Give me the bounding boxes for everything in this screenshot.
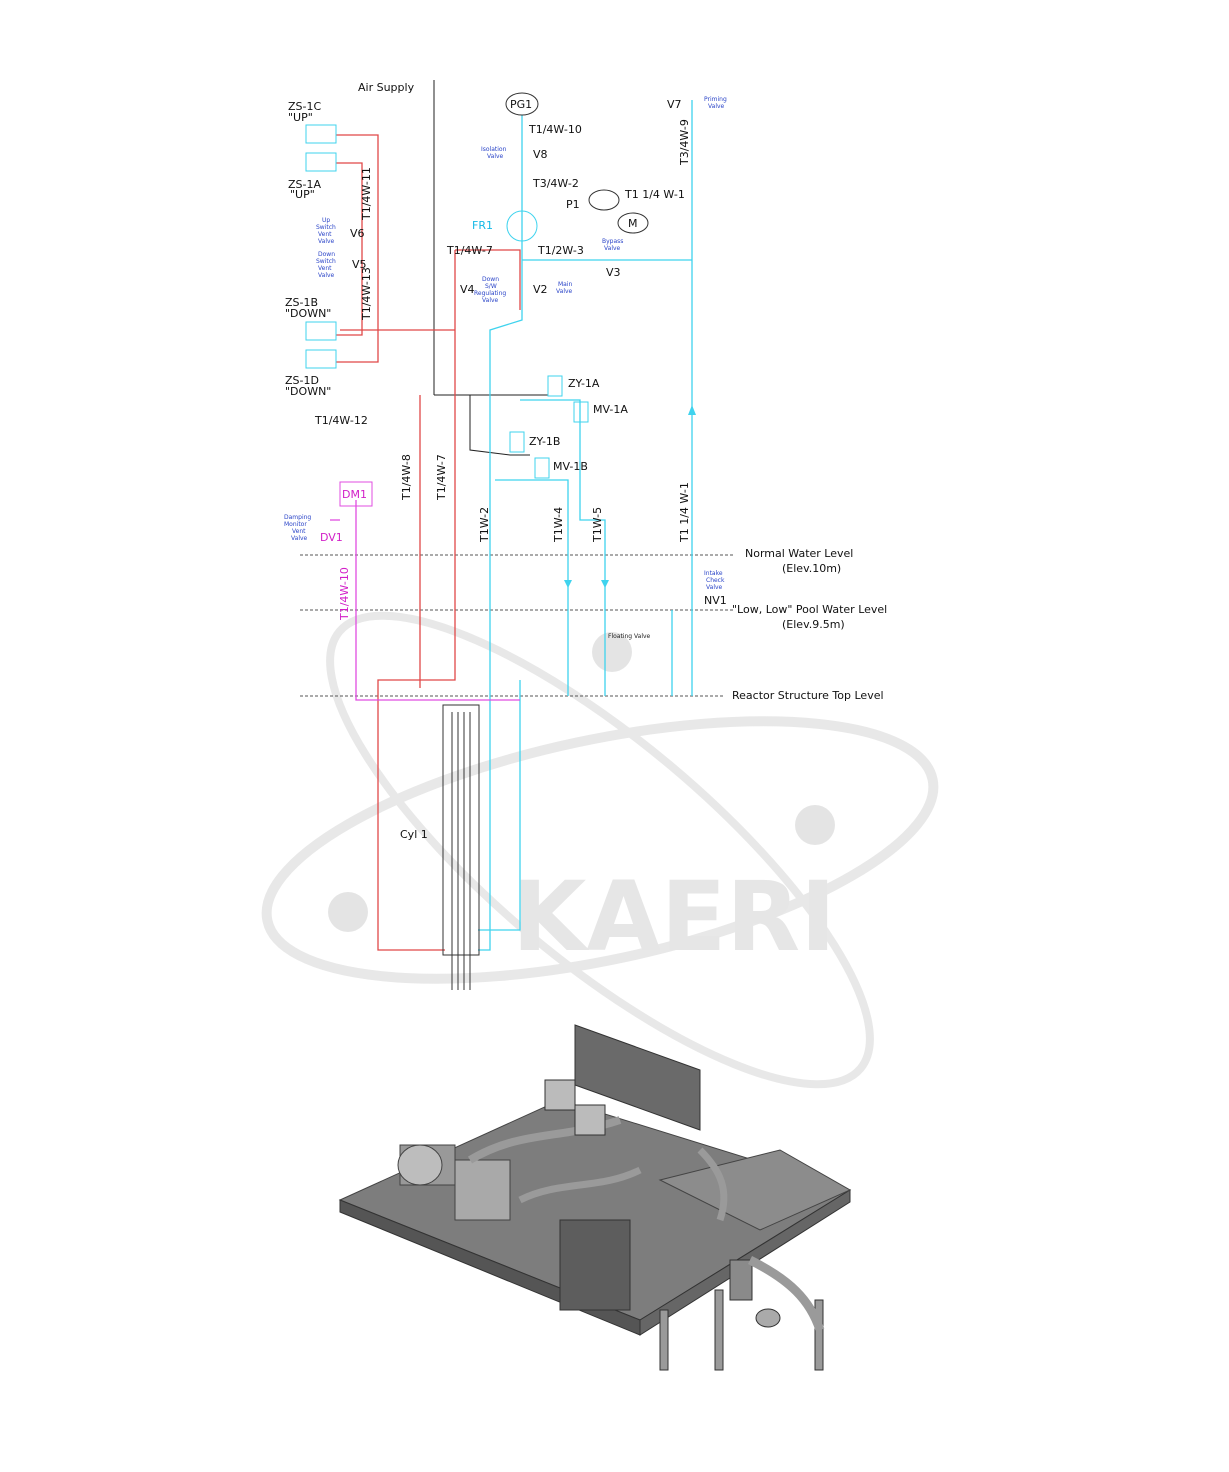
pg1-label: PG1 — [510, 98, 532, 111]
svg-text:Damping: Damping — [284, 514, 311, 521]
svg-text:Up: Up — [322, 217, 330, 224]
cyl1-label: Cyl 1 — [400, 828, 428, 841]
mv1b-label: MV-1B — [553, 460, 588, 473]
svg-text:Valve: Valve — [482, 297, 499, 304]
fr1-label: FR1 — [472, 219, 493, 232]
air-supply-label: Air Supply — [358, 81, 415, 94]
valve-v3: V3 — [606, 266, 621, 279]
zs1b-state: "DOWN" — [285, 307, 331, 320]
kaeri-watermark: KAERI — [261, 611, 939, 1089]
line-t114w1: T1 1/4 W-1 — [624, 188, 685, 201]
svg-text:Vent: Vent — [318, 265, 332, 272]
watermark-text: KAERI — [512, 861, 836, 973]
svg-text:S/W: S/W — [485, 283, 497, 290]
valve-v8: V8 — [533, 148, 548, 161]
intake-check-valve-note: Intake Check Valve — [704, 570, 725, 591]
line-t14w8: T1/4W-8 — [400, 454, 413, 501]
line-t1w4: T1W-4 — [552, 507, 565, 543]
svg-text:Valve: Valve — [708, 103, 725, 110]
zy1a-label: ZY-1A — [568, 377, 600, 390]
normal-water-elev: (Elev.10m) — [782, 562, 841, 575]
valve-v4: V4 — [460, 283, 475, 296]
damping-monitor-valve-note: Damping Monitor Vent Valve — [284, 514, 311, 542]
svg-text:Monitor: Monitor — [284, 521, 307, 528]
svg-text:Valve: Valve — [604, 245, 621, 252]
line-t1w5: T1W-5 — [591, 507, 604, 543]
line-t14w10-damping: T1/4W-10 — [338, 567, 351, 621]
svg-text:Valve: Valve — [291, 535, 308, 542]
svg-text:Intake: Intake — [704, 570, 723, 577]
svg-text:Vent: Vent — [292, 528, 306, 535]
reactor-top-level: Reactor Structure Top Level — [732, 689, 884, 702]
line-t34w9: T3/4W-9 — [678, 119, 691, 166]
svg-text:Switch: Switch — [316, 258, 336, 265]
dm1-label: DM1 — [342, 488, 367, 501]
zs1d-label: ZS-1D — [285, 374, 319, 387]
svg-text:Priming: Priming — [704, 96, 727, 103]
up-switch-vent-note: Up Switch Vent Valve — [316, 217, 336, 245]
zs1c-label: ZS-1C — [288, 100, 321, 113]
svg-text:Valve: Valve — [487, 153, 504, 160]
normal-water-level: Normal Water Level — [745, 547, 853, 560]
svg-text:Regulating: Regulating — [474, 290, 506, 297]
svg-text:Down: Down — [318, 251, 335, 258]
svg-text:Valve: Valve — [706, 584, 723, 591]
pump-p1-label: P1 — [566, 198, 580, 211]
svg-text:Switch: Switch — [316, 224, 336, 231]
valve-nv1: NV1 — [704, 594, 727, 607]
valve-v5: V5 — [352, 258, 367, 271]
zy1b-label: ZY-1B — [529, 435, 560, 448]
line-t114w1-vertical: T1 1/4 W-1 — [678, 482, 691, 543]
line-t14w7: T1/4W-7 — [446, 244, 493, 257]
bypass-valve-note: Bypass Valve — [602, 238, 623, 252]
svg-text:Bypass: Bypass — [602, 238, 623, 245]
zs1d-state: "DOWN" — [285, 385, 331, 398]
line-t14w11: T1/4W-11 — [360, 167, 373, 221]
valve-dv1: DV1 — [320, 531, 343, 544]
main-valve-note: Main Valve — [556, 281, 573, 295]
down-switch-vent-note: Down Switch Vent Valve — [316, 251, 336, 279]
priming-valve-note: Priming Valve — [704, 96, 727, 110]
zs1c-state: "UP" — [288, 111, 313, 124]
svg-text:Down: Down — [482, 276, 499, 283]
motor-m-label: M — [628, 217, 638, 230]
svg-text:Main: Main — [558, 281, 573, 288]
line-t14w7-vertical: T1/4W-7 — [435, 454, 448, 501]
cylinder-cyl1 — [442, 704, 480, 990]
line-t1w2: T1W-2 — [478, 507, 491, 543]
svg-text:Vent: Vent — [318, 231, 332, 238]
valve-v7: V7 — [667, 98, 682, 111]
low-water-level: "Low, Low" Pool Water Level — [732, 603, 887, 616]
equipment-3d-render — [338, 1024, 852, 1371]
valve-v2: V2 — [533, 283, 548, 296]
svg-text:Isolation: Isolation — [481, 146, 507, 153]
line-t14w10: T1/4W-10 — [528, 123, 582, 136]
line-t12w3: T1/2W-3 — [537, 244, 584, 257]
zs1a-state: "UP" — [290, 188, 315, 201]
isolation-valve-note: Isolation Valve — [481, 146, 507, 160]
svg-text:Valve: Valve — [318, 238, 335, 245]
zs1a-label: ZS-1A — [288, 178, 321, 191]
zs1b-label: ZS-1B — [285, 296, 318, 309]
mv1a-label: MV-1A — [593, 403, 628, 416]
line-t14w12: T1/4W-12 — [314, 414, 368, 427]
low-water-elev: (Elev.9.5m) — [782, 618, 845, 631]
switch-boxes — [305, 124, 337, 369]
floating-valve-note: Floating Valve — [608, 633, 651, 640]
line-t14w13: T1/4W-13 — [360, 267, 373, 321]
svg-text:Valve: Valve — [318, 272, 335, 279]
down-regulating-valve-note: Down S/W Regulating Valve — [474, 276, 506, 304]
valve-v6: V6 — [350, 227, 365, 240]
line-t34w2: T3/4W-2 — [532, 177, 579, 190]
svg-text:Valve: Valve — [556, 288, 573, 295]
svg-text:Check: Check — [706, 577, 725, 584]
